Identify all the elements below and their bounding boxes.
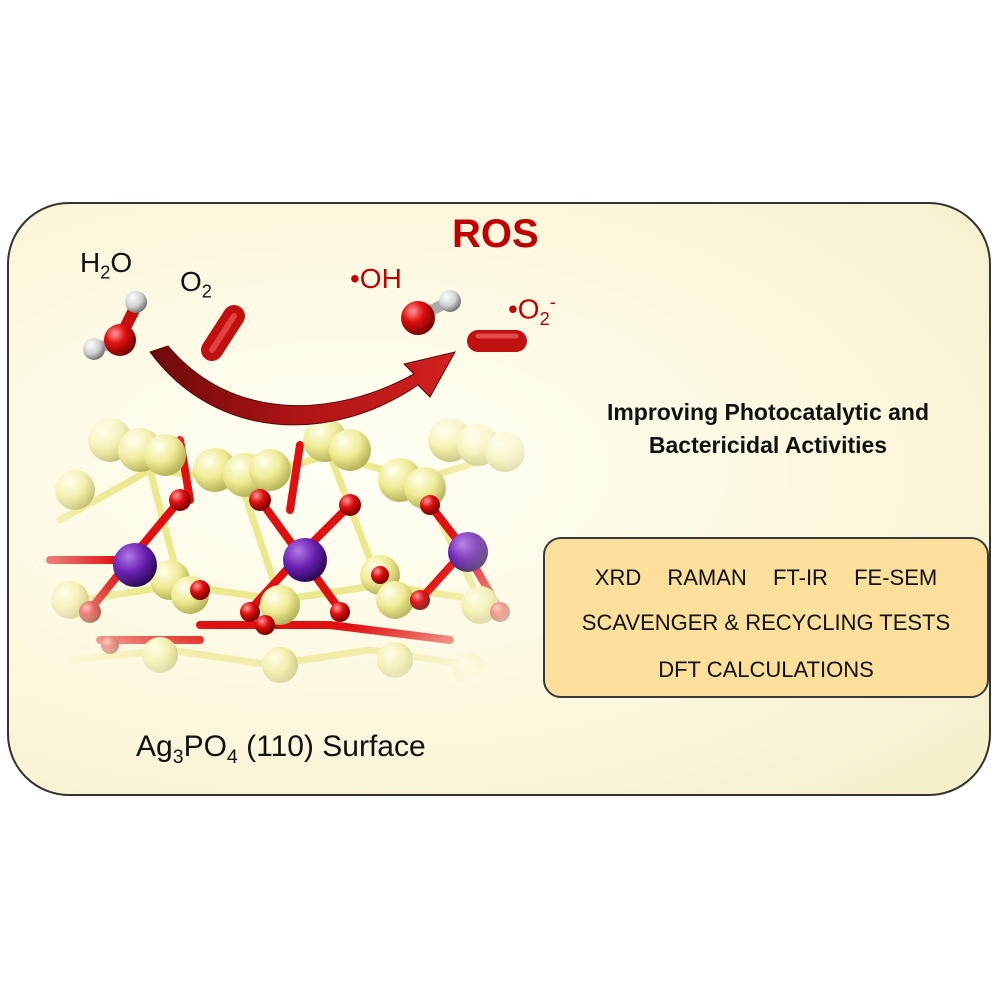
technique-raman: RAMAN xyxy=(667,565,747,590)
headline-line-2: Bactericidal Activities xyxy=(648,432,888,458)
oxygen-formula-subscript: 2 xyxy=(201,281,212,302)
surface-label-sub2: 4 xyxy=(226,746,238,768)
hydroxyl-radical-label: •OH xyxy=(350,263,402,294)
superoxide-radical-label: •O2- xyxy=(508,292,556,330)
water-formula-main: H xyxy=(80,247,101,278)
crystal-surface-model xyxy=(46,418,525,687)
superoxide-charge: - xyxy=(549,292,556,312)
technique-fesem: FE-SEM xyxy=(854,565,938,590)
headline: Improving Photocatalytic and Bactericida… xyxy=(540,396,996,462)
technique-xrd: XRD xyxy=(594,565,642,590)
technique-ftir: FT-IR xyxy=(772,565,828,590)
oxygen-formula-main: O xyxy=(180,266,202,297)
surface-label-ag: Ag xyxy=(136,730,173,763)
methods-box: XRD RAMAN FT-IR FE-SEM SCAVENGER & RECYC… xyxy=(543,537,989,698)
superoxide-main: •O xyxy=(508,293,540,325)
tests-row: SCAVENGER & RECYCLING TESTS xyxy=(581,610,951,635)
dft-row: DFT CALCULATIONS xyxy=(658,657,874,682)
water-formula-tail: O xyxy=(110,247,133,278)
headline-line-1: Improving Photocatalytic and xyxy=(606,399,930,425)
superoxide-radical xyxy=(467,330,527,352)
hydroxyl-radical xyxy=(401,290,461,335)
water-formula-subscript: 2 xyxy=(100,262,111,283)
surface-label-po: PO xyxy=(183,730,227,763)
techniques-row: XRD RAMAN FT-IR FE-SEM xyxy=(545,565,987,591)
water-molecule xyxy=(83,291,147,360)
oxygen-molecule xyxy=(201,305,245,361)
ros-title: ROS xyxy=(452,212,539,256)
surface-label-sub1: 3 xyxy=(172,746,184,768)
superoxide-subscript: 2 xyxy=(539,308,550,329)
surface-label-tail: (110) Surface xyxy=(237,730,426,763)
reaction-arrow xyxy=(149,345,456,426)
surface-label: Ag3PO4 (110) Surface xyxy=(136,730,426,769)
oxygen-formula: O2 xyxy=(180,266,212,303)
water-formula: H2O xyxy=(80,247,132,284)
